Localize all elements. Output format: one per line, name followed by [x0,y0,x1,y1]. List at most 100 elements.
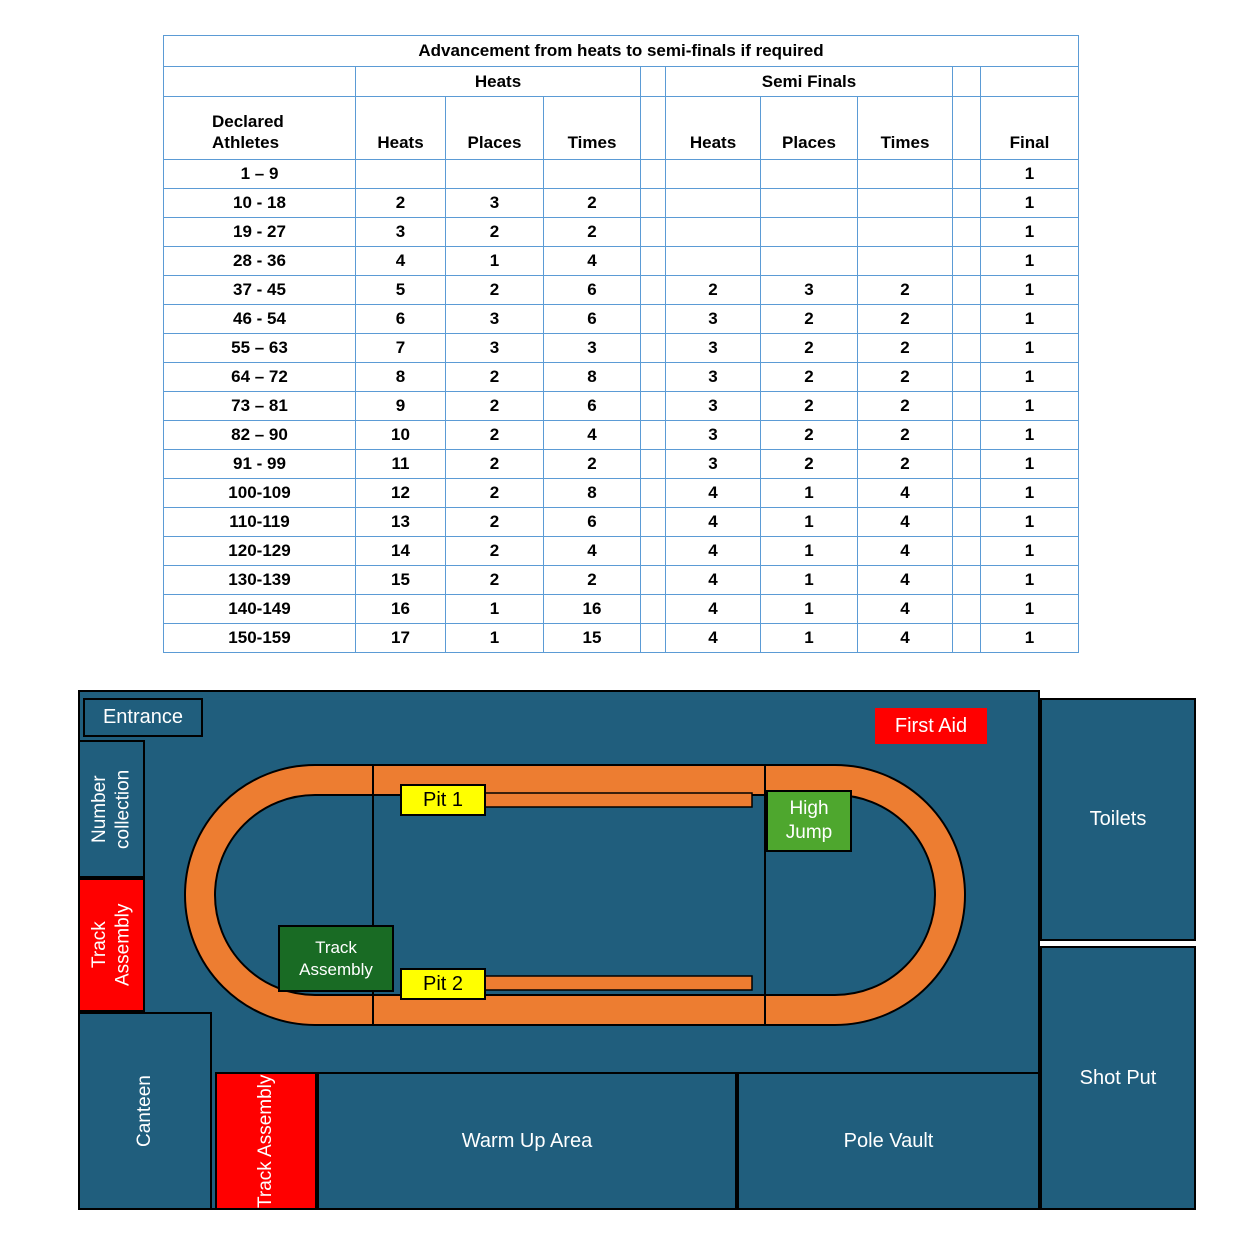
cell-sf-places: 2 [760,304,858,334]
cell-sf-heats: 2 [665,275,761,305]
cell-sf-places: 1 [760,594,858,624]
cell-spacer [952,159,981,189]
cell-final: 1 [980,507,1079,537]
cell-heats: 6 [355,304,446,334]
cell-sf-times [857,246,953,276]
cell-final: 1 [980,333,1079,363]
cell-final: 1 [980,304,1079,334]
cell-places: 2 [445,217,544,247]
cell-sf-heats: 4 [665,536,761,566]
cell-declared-athletes: 110-119 [163,507,356,537]
cell-heats: 17 [355,623,446,653]
cell-heats: 8 [355,362,446,392]
header-sf-heats: Heats [665,96,761,160]
cell-spacer [640,333,666,363]
cell-declared-athletes: 120-129 [163,536,356,566]
cell-spacer [640,478,666,508]
cell-spacer [640,304,666,334]
cell-places: 1 [445,246,544,276]
cell-sf-heats: 4 [665,623,761,653]
cell-sf-heats [665,188,761,218]
header-places: Places [445,96,544,160]
cell-sf-heats: 4 [665,594,761,624]
cell-heats: 13 [355,507,446,537]
group-spacer [952,66,981,97]
cell-times: 15 [543,623,641,653]
cell-spacer [640,594,666,624]
cell-sf-places: 1 [760,507,858,537]
header-spacer [640,96,666,160]
first-aid-label: First Aid [894,714,968,737]
cell-spacer [952,391,981,421]
group-semi-finals: Semi Finals [665,66,953,97]
cell-sf-heats: 4 [665,478,761,508]
cell-spacer [952,420,981,450]
pit2-label: Pit 2 [422,972,464,995]
cell-sf-times: 2 [857,304,953,334]
cell-places [445,159,544,189]
cell-sf-times: 4 [857,594,953,624]
cell-heats: 11 [355,449,446,479]
cell-sf-heats: 3 [665,362,761,392]
cell-sf-times: 4 [857,507,953,537]
high-jump-area: High Jump [766,790,852,852]
cell-sf-heats: 4 [665,507,761,537]
cell-times: 2 [543,565,641,595]
cell-spacer [952,275,981,305]
cell-sf-places: 2 [760,362,858,392]
cell-sf-places [760,217,858,247]
cell-spacer [952,507,981,537]
cell-sf-times: 4 [857,478,953,508]
cell-sf-times: 4 [857,623,953,653]
cell-sf-times: 4 [857,565,953,595]
cell-declared-athletes: 55 – 63 [163,333,356,363]
cell-sf-places: 2 [760,391,858,421]
cell-heats: 16 [355,594,446,624]
group-spacer [980,66,1079,97]
cell-declared-athletes: 46 - 54 [163,304,356,334]
cell-declared-athletes: 91 - 99 [163,449,356,479]
cell-times: 8 [543,362,641,392]
cell-places: 2 [445,275,544,305]
cell-heats: 2 [355,188,446,218]
cell-places: 2 [445,536,544,566]
pit2-area: Pit 2 [400,968,486,1000]
cell-spacer [640,159,666,189]
cell-sf-heats: 4 [665,565,761,595]
pit1-label: Pit 1 [422,788,464,811]
cell-sf-heats: 3 [665,391,761,421]
cell-sf-heats: 3 [665,304,761,334]
table-group-header-row: Heats Semi Finals [163,66,1079,97]
cell-places: 3 [445,333,544,363]
cell-places: 1 [445,623,544,653]
cell-sf-places: 3 [760,275,858,305]
cell-places: 2 [445,565,544,595]
cell-sf-places: 2 [760,420,858,450]
cell-spacer [952,362,981,392]
cell-spacer [952,536,981,566]
cell-declared-athletes: 10 - 18 [163,188,356,218]
cell-sf-heats: 3 [665,333,761,363]
pole-vault-area: Pole Vault [737,1072,1040,1210]
cell-sf-places [760,188,858,218]
cell-declared-athletes: 19 - 27 [163,217,356,247]
cell-sf-places [760,246,858,276]
cell-declared-athletes: 64 – 72 [163,362,356,392]
cell-declared-athletes: 150-159 [163,623,356,653]
cell-final: 1 [980,275,1079,305]
table-column-header-row: Declared Athletes Heats Places Times Hea… [163,96,1079,160]
cell-final: 1 [980,362,1079,392]
cell-times: 4 [543,420,641,450]
cell-final: 1 [980,420,1079,450]
header-times: Times [543,96,641,160]
cell-spacer [952,246,981,276]
cell-times: 2 [543,217,641,247]
cell-heats: 12 [355,478,446,508]
cell-spacer [952,304,981,334]
cell-sf-places: 2 [760,333,858,363]
